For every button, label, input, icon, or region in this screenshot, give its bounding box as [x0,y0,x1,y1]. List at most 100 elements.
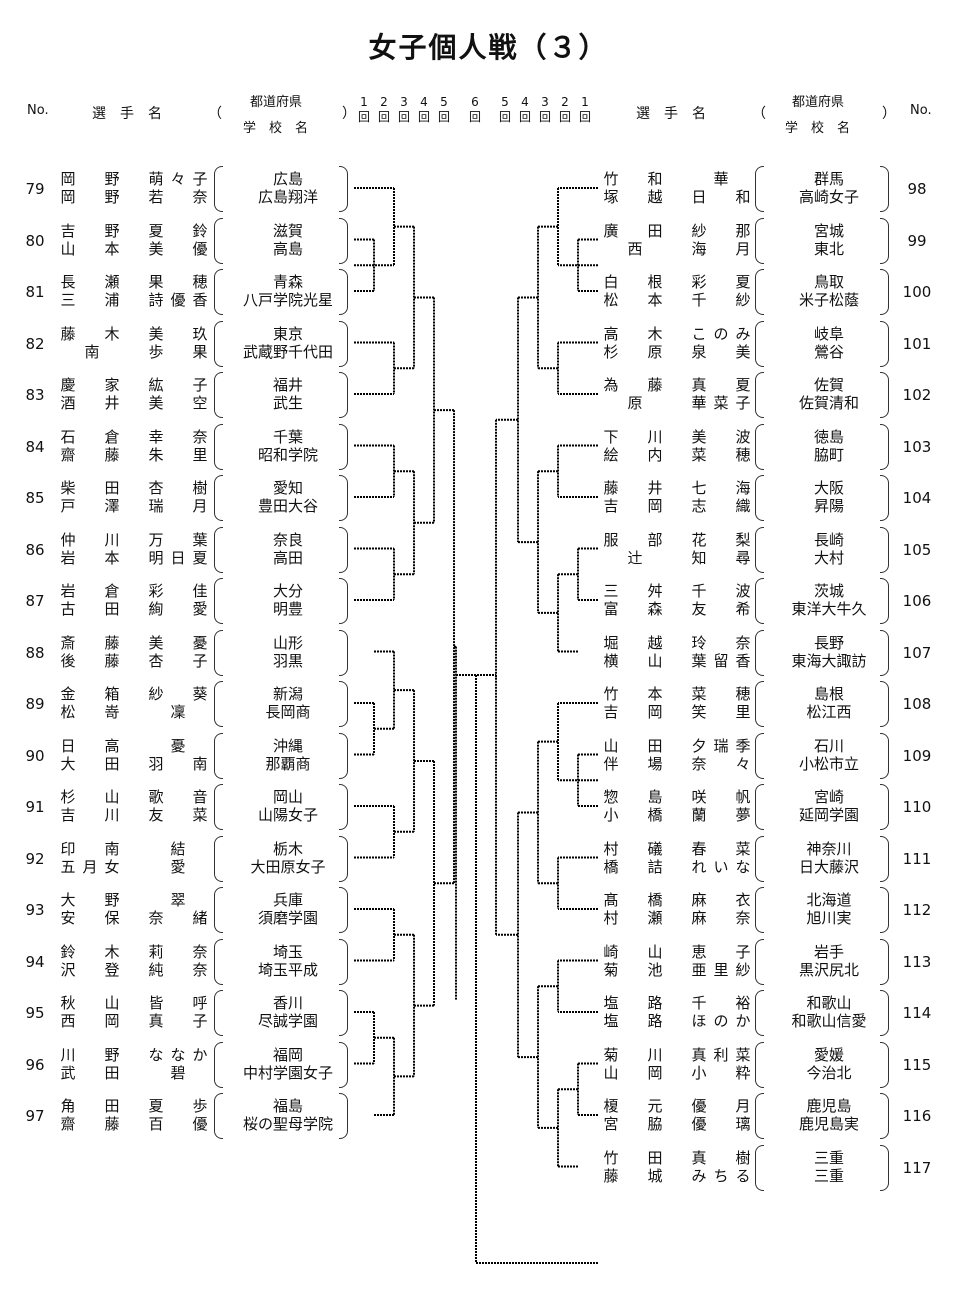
bracket-paren-open [755,1041,764,1088]
player-names: 菊川真利菜山岡小粋 [601,1046,781,1086]
player-names: 竹和華塚越日和 [601,170,781,210]
name-char: 田 [104,754,120,773]
bracket-paren-open [214,166,223,212]
name-char: 千 [691,994,707,1012]
school-name: 明豊 [272,600,303,618]
entry-number: 100 [902,283,932,301]
name-char: 奈 [192,960,208,979]
name-char: 惣 [603,788,619,806]
name-char: 為 [603,376,619,394]
name-char: 髙 [603,891,619,909]
name-char: 島 [647,788,663,806]
bracket-paren-open [214,578,223,624]
prefecture: 愛媛 [813,1045,844,1064]
player-header-left: 選 手 名 [92,106,162,122]
name-char: 穂 [192,273,208,291]
name-char: 仲 [60,530,76,549]
name-char: 千 [691,582,707,600]
name-char: 真 [148,1012,164,1030]
name-char: 優 [691,1115,707,1133]
name-char: 服 [603,530,619,549]
entry-number: 79 [25,180,45,198]
name-char: 石 [60,427,76,446]
school-name: 小松市立 [798,754,859,773]
name-char: 奈 [735,909,751,927]
name-char: 裕 [735,994,751,1012]
name-char: 菜 [691,685,707,703]
name-char: 越 [647,188,663,206]
name-char: 山 [647,651,663,670]
bracket-paren-open [755,526,764,573]
name-char: 路 [647,994,663,1012]
name-char: 美 [735,342,751,361]
name-char: 岡 [104,1012,120,1030]
name-char: 亜 [691,960,707,979]
name-char: 山 [60,239,76,258]
bracket-paren-close [880,1144,889,1191]
entry-number: 94 [25,952,45,971]
entry-number: 114 [902,1004,932,1022]
name-char: 倉 [104,427,120,446]
name-char: 金 [60,685,76,703]
name-char: 部 [647,530,663,549]
prefecture: 神奈川 [806,839,852,858]
name-char: 呼 [192,994,208,1012]
name-char: 本 [104,548,120,567]
player-names: 髙橋麻衣村瀬麻奈 [601,891,781,931]
name-char: 松 [603,291,619,309]
entry-number: 103 [902,437,932,456]
name-char: 里 [713,960,729,979]
school-name: 米子松蔭 [798,291,859,309]
bracket-paren-open [214,887,223,933]
name-char: 菜 [735,839,751,858]
bracket-paren-close [880,1041,889,1088]
bracket-paren-open [755,166,764,212]
name-char: 萌 [148,170,164,188]
prefecture: 栃木 [272,839,303,858]
prefecture: 長野 [813,633,844,652]
school-name: 大村 [813,548,844,567]
name-char: 若 [148,188,164,206]
entry-number: 90 [25,746,45,765]
player-names: 服部花梨辻知尋 [601,531,781,571]
name-char: 古 [60,600,76,618]
name-char: 真 [691,1148,707,1167]
entry-number: 102 [902,386,932,404]
bracket-paren-open [214,732,223,779]
prefecture-header-right: 都道府県 [792,95,845,110]
school-name: 那覇商 [265,754,311,773]
name-char: 千 [691,291,707,309]
name-char: 角 [60,1097,76,1115]
no-header-right: No. [910,103,932,118]
bracket-paren-open [755,629,764,676]
bracket-paren-open [755,938,764,985]
name-char: 紗 [735,960,751,979]
school-name: 羽黒 [272,651,303,670]
name-char: 季 [735,736,751,755]
name-char: 香 [192,291,208,309]
name-char: 空 [192,394,208,412]
name-char: 玖 [192,324,208,343]
bracket-paren-open [755,423,764,470]
name-char: 子 [735,942,751,961]
name-char: 瑞 [148,497,164,515]
name-char: 嵜 [104,703,120,721]
name-char: 山 [104,788,120,806]
name-char: 塚 [603,188,619,206]
